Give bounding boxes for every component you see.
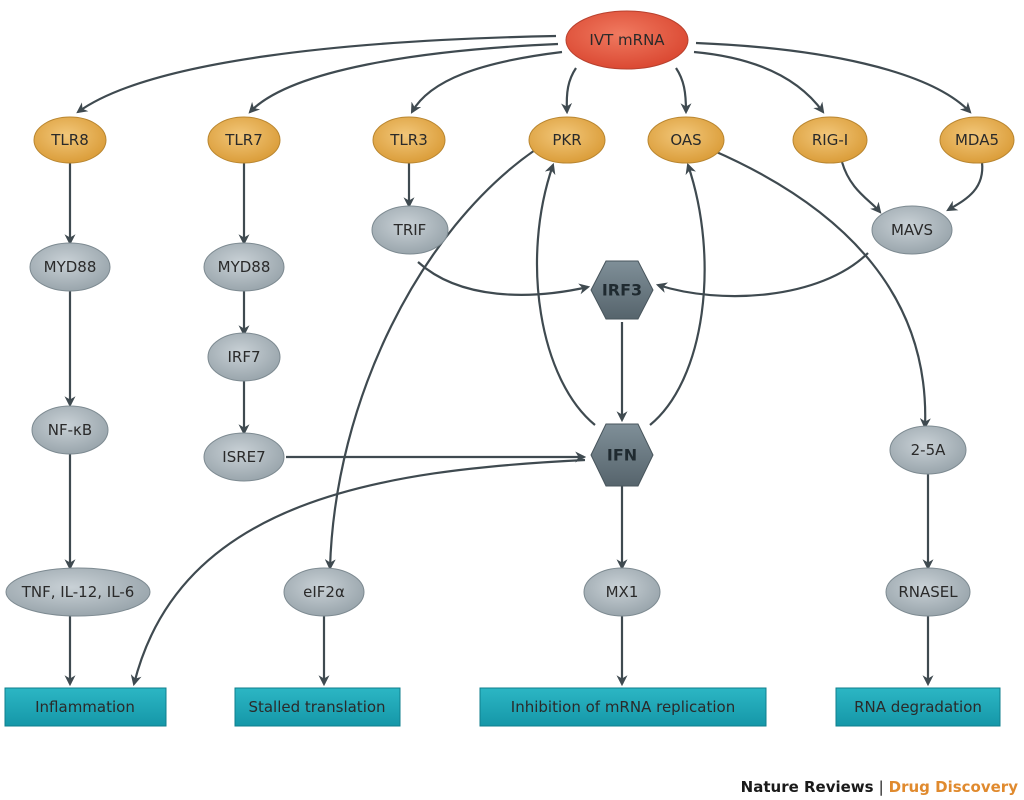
node-tnf-il12-il6: TNF, IL-12, IL-6	[5, 567, 151, 617]
edge-ivt-pkr	[561, 67, 577, 115]
node-label: MDA5	[955, 131, 999, 149]
edge-pkr-eif2a	[324, 149, 536, 571]
node-oas: OAS	[647, 116, 725, 164]
node-label: MX1	[606, 583, 639, 601]
node-label: IVT mRNA	[589, 31, 665, 49]
node-label: RNASEL	[898, 583, 958, 601]
node-label: TLR7	[224, 131, 263, 149]
node-label: NF-κB	[48, 421, 92, 439]
node-mx1: MX1	[583, 567, 661, 617]
node-label: ISRE7	[222, 448, 265, 466]
node-isre7: ISRE7	[203, 432, 285, 482]
node-label: TLR3	[389, 131, 428, 149]
node-label: eIF2α	[303, 583, 345, 601]
node-tlr8: TLR8	[33, 116, 107, 164]
node-mavs: MAVS	[871, 205, 953, 255]
node-myd88-tlr8: MYD88	[29, 242, 111, 292]
node-trif: TRIF	[371, 205, 449, 255]
node-label: TNF, IL-12, IL-6	[21, 583, 135, 601]
node-mda5: MDA5	[939, 116, 1015, 164]
node-label: IRF3	[602, 281, 642, 300]
node-tlr7: TLR7	[207, 116, 281, 164]
edge-rigi-mavs	[840, 161, 882, 214]
edge-oas-2-5a	[711, 148, 931, 430]
node-ifn: IFN	[590, 423, 654, 487]
node-label: MAVS	[891, 221, 933, 239]
node-label: IFN	[607, 446, 637, 465]
edge-ivt-tlr3	[410, 50, 563, 114]
node-label: OAS	[670, 131, 701, 149]
outcome-inflammation: Inflammation	[4, 687, 167, 727]
edge-ivt-rigi	[693, 50, 825, 114]
node-label: 2-5A	[911, 441, 946, 459]
outcome-rna-degradation: RNA degradation	[835, 687, 1001, 727]
node-label: PKR	[552, 131, 581, 149]
outcome-label: Inhibition of mRNA replication	[511, 698, 735, 716]
node-label: MYD88	[44, 258, 97, 276]
outcome-inhibition-mrna-replication: Inhibition of mRNA replication	[479, 687, 767, 727]
node-label: TRIF	[393, 221, 427, 239]
edge-ifn-pkr	[535, 162, 596, 426]
edge-ivt-oas	[675, 67, 692, 115]
edges	[64, 34, 984, 687]
journal-credit: Nature Reviews | Drug Discovery	[741, 778, 1019, 796]
edge-ifn-oas	[649, 162, 706, 426]
edge-mavs-irf3	[655, 252, 869, 298]
edge-trif-irf3	[417, 261, 591, 296]
node-label: IRF7	[227, 348, 260, 366]
node-irf3: IRF3	[590, 260, 654, 320]
node-2-5a: 2-5A	[889, 425, 967, 475]
node-eif2a: eIF2α	[283, 567, 365, 617]
edge-ifn-inflammation	[130, 458, 586, 687]
node-pkr: PKR	[528, 116, 606, 164]
outcome-stalled-translation: Stalled translation	[234, 687, 401, 727]
node-label: RIG-I	[812, 131, 848, 149]
outcome-label: RNA degradation	[854, 698, 982, 716]
node-label: TLR8	[50, 131, 89, 149]
edge-ivt-tlr7	[248, 42, 559, 114]
node-irf7: IRF7	[207, 332, 281, 382]
edge-mda5-mavs	[946, 161, 984, 212]
edge-ivt-tlr8	[76, 34, 557, 114]
outcome-label: Stalled translation	[248, 698, 385, 716]
node-label: MYD88	[218, 258, 271, 276]
outcome-label: Inflammation	[35, 698, 135, 716]
node-myd88-tlr7: MYD88	[203, 242, 285, 292]
journal-name: Nature Reviews	[741, 778, 874, 796]
node-rig-i: RIG-I	[792, 116, 868, 164]
separator: |	[879, 778, 884, 796]
node-rnasel: RNASEL	[885, 567, 971, 617]
edge-ivt-mda5	[695, 41, 972, 114]
node-nf-kb: NF-κB	[31, 405, 109, 455]
journal-section: Drug Discovery	[889, 778, 1019, 796]
node-tlr3: TLR3	[372, 116, 446, 164]
node-ivt-mrna: IVT mRNA	[565, 10, 689, 70]
